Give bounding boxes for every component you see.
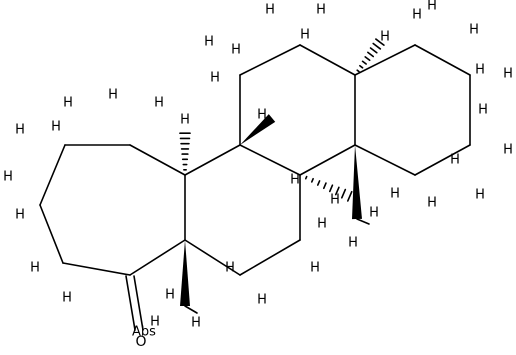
hydrogen-atom-label: H [300, 28, 310, 43]
hashed-wedge-bond [304, 175, 308, 180]
hydrogen-atom-label: H [30, 261, 40, 276]
single-bond [414, 144, 471, 176]
single-bond [39, 204, 64, 264]
hashed-wedge-bond [356, 69, 360, 73]
hydrogen-atom-label: H [478, 103, 488, 118]
solid-wedge-bond [240, 114, 276, 145]
hydrogen-atom-label: H [15, 208, 25, 223]
hydrogen-atom-label: H [390, 187, 400, 202]
stereo-abs-label: Abs [132, 325, 156, 340]
hydrogen-atom-label: H [225, 261, 235, 276]
methyl-wedge-bond [180, 240, 190, 306]
single-bond [184, 144, 241, 176]
hydrogen-atom-label: H [290, 173, 300, 188]
single-bond [414, 44, 471, 76]
hydrogen-atom-label: H [62, 291, 72, 306]
hydrogen-atom-label: H [310, 261, 320, 276]
single-bond [39, 144, 66, 206]
hashed-wedge-bond [310, 177, 314, 183]
hydrogen-atom-label: H [369, 206, 379, 221]
hashed-wedge-bond [361, 60, 367, 65]
hydrogen-atom-label: H [265, 3, 275, 18]
single-bond [354, 144, 416, 176]
hydrogen-atom-label: H [154, 96, 164, 111]
methyl-bond [184, 305, 198, 314]
hydrogen-atom-label: H [330, 193, 340, 208]
hashed-wedge-bond [372, 42, 382, 50]
hydrogen-atom-label: H [475, 188, 485, 203]
single-bond [239, 44, 301, 76]
hashed-wedge-bond [328, 184, 334, 193]
single-bond [299, 44, 356, 76]
methyl-bond [356, 218, 370, 225]
hydrogen-atom-label: H [51, 120, 61, 135]
hydrogen-atom-label: H [150, 315, 160, 330]
hydrogen-atom-label: H [165, 288, 175, 303]
hashed-wedge-bond [316, 180, 321, 186]
hydrogen-atom-label: H [15, 123, 25, 138]
hydrogen-atom-label: H [316, 3, 326, 18]
hydrogen-atom-label: H [503, 143, 513, 158]
hashed-wedge-bond [375, 38, 385, 46]
oxygen-atom-label: O [135, 334, 146, 350]
single-bond [239, 239, 301, 276]
hydrogen-atom-label: H [204, 35, 214, 50]
hydrogen-atom-label: H [210, 71, 220, 86]
hydrogen-atom-label: H [475, 63, 485, 78]
hydrogen-atom-label: H [257, 293, 267, 308]
hydrogen-atom-label: H [257, 108, 267, 123]
hashed-wedge-bond [364, 56, 371, 62]
single-bond [184, 239, 241, 276]
bonds-layer [39, 38, 471, 331]
single-bond [354, 44, 416, 76]
methyl-wedge-bond [352, 145, 362, 220]
hashed-wedge-bond [369, 47, 378, 54]
single-bond [239, 144, 301, 176]
hashed-wedge-bond [346, 190, 353, 202]
hydrogen-atom-label: H [450, 153, 460, 168]
hydrogen-atom-label: H [348, 236, 358, 251]
hydrogen-atom-label: H [180, 113, 190, 128]
hydrogen-atom-label: H [63, 96, 73, 111]
single-bond [129, 144, 186, 176]
carbonyl-double-bond [125, 275, 136, 331]
hashed-wedge-bond [334, 186, 340, 196]
hydrogen-atom-label: H [503, 67, 513, 82]
hydrogen-atom-label: H [427, 196, 437, 211]
hashed-wedge-bond [322, 182, 327, 190]
single-bond [62, 262, 131, 276]
hydrogen-atom-label: H [191, 316, 201, 331]
hydrogen-atom-label: H [317, 217, 327, 232]
carbonyl-double-bond [133, 275, 144, 331]
hydrogen-atom-label: H [108, 88, 118, 103]
hydrogen-atom-label: H [3, 170, 13, 185]
hydrogen-atom-label: H [412, 8, 422, 23]
hashed-wedge-bond [367, 51, 375, 58]
hydrogen-atom-label: H [427, 0, 437, 14]
single-bond [129, 239, 186, 276]
hydrogen-atom-label: H [469, 23, 479, 38]
hydrogen-atom-label: H [231, 43, 241, 58]
hydrogen-atom-label: H [380, 30, 390, 45]
hashed-wedge-bond [340, 188, 347, 199]
hashed-wedge-bond [359, 64, 364, 69]
single-bond [299, 144, 356, 176]
